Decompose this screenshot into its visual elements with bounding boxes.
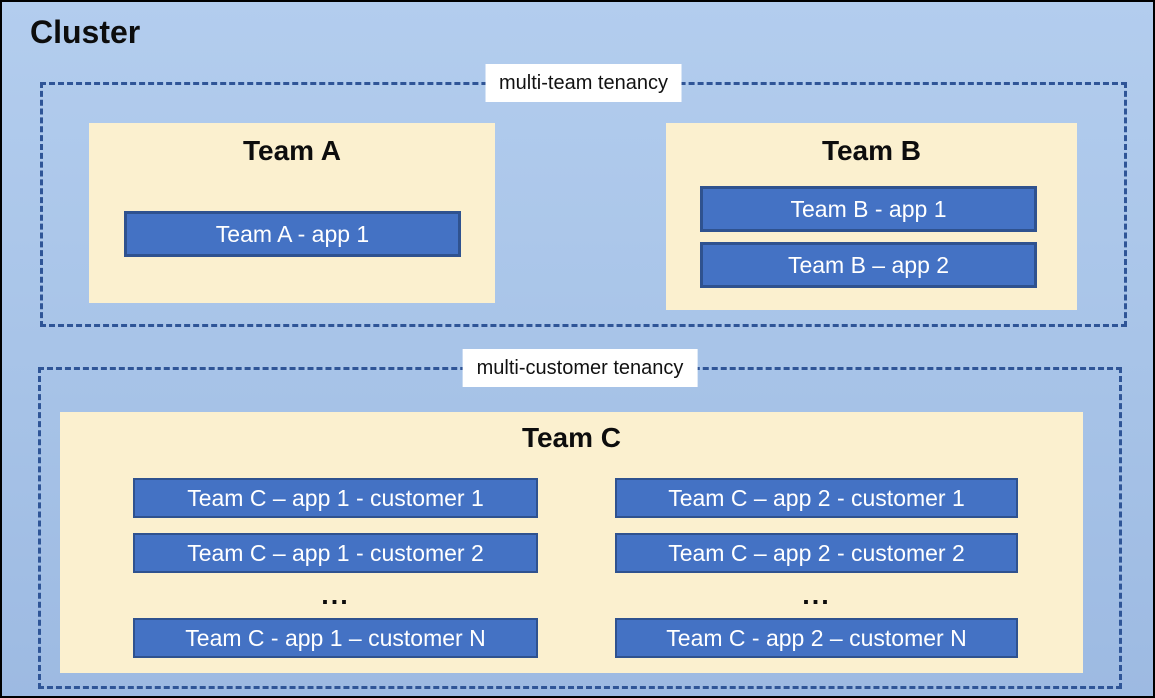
team-c-app-2-column: Team C – app 2 - customer 1 Team C – app… [615,478,1018,658]
team-b-app-1-box: Team B - app 1 [700,186,1037,232]
team-c-app-1-customer-2-box: Team C – app 1 - customer 2 [133,533,538,573]
team-c-app-1-customer-n-box: Team C - app 1 – customer N [133,618,538,658]
team-c-title: Team C [521,422,622,453]
team-b-title: Team B [821,135,922,166]
multi-team-tenancy-boundary: multi-team tenancy Team A Team A - app 1… [40,64,1127,327]
team-c-app-1-customer-1-box: Team C – app 1 - customer 1 [133,478,538,518]
multi-team-tenancy-label: multi-team tenancy [485,64,682,102]
team-a-box: Team A Team A - app 1 [89,123,495,303]
multi-customer-tenancy-label: multi-customer tenancy [462,349,698,387]
cluster-title: Cluster [30,14,141,50]
team-c-app-1-ellipsis: ... [321,580,350,610]
team-c-app-1-column: Team C – app 1 - customer 1 Team C – app… [133,478,538,658]
team-a-app-1-box: Team A - app 1 [124,211,461,257]
team-c-app-2-ellipsis: ... [802,580,831,610]
team-c-app-2-customer-2-box: Team C – app 2 - customer 2 [615,533,1018,573]
team-c-app-2-customer-1-box: Team C – app 2 - customer 1 [615,478,1018,518]
team-b-box: Team B Team B - app 1 Team B – app 2 [666,123,1077,310]
team-b-app-2-box: Team B – app 2 [700,242,1037,288]
multi-customer-tenancy-boundary: multi-customer tenancy Team C Team C – a… [38,349,1122,689]
team-c-box: Team C Team C – app 1 - customer 1 Team … [60,412,1083,673]
team-a-title: Team A [242,135,342,166]
team-c-app-2-customer-n-box: Team C - app 2 – customer N [615,618,1018,658]
